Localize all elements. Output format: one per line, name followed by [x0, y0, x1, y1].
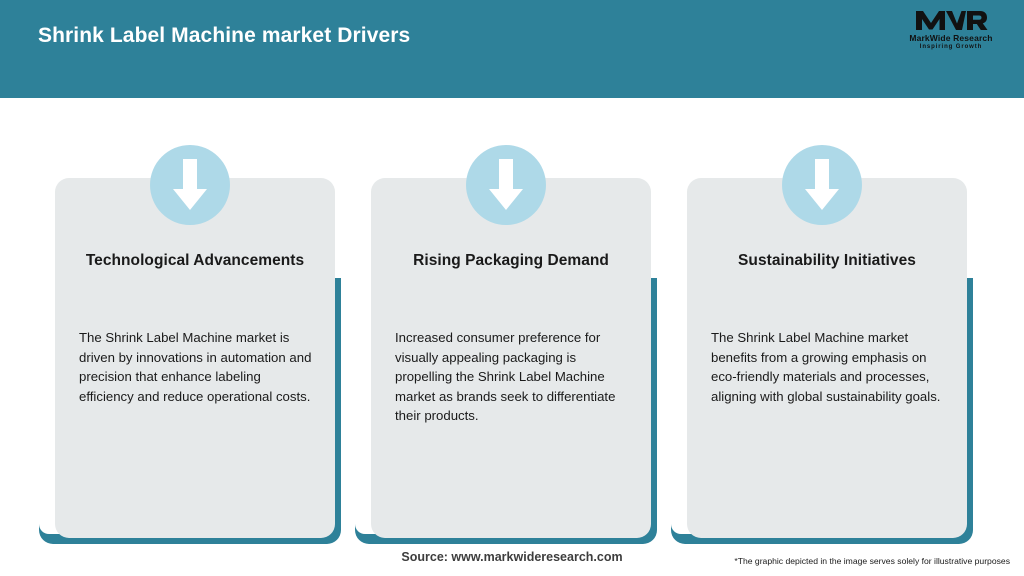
- page-header: Shrink Label Machine market Drivers Mark…: [0, 0, 1024, 98]
- arrow-down-icon: [805, 159, 839, 210]
- card-badge: [466, 145, 546, 225]
- drivers-card-row: Technological Advancements The Shrink La…: [0, 98, 1024, 576]
- logo-company-name: MarkWide Research: [909, 33, 993, 43]
- card-body-text: Increased consumer preference for visual…: [395, 330, 616, 423]
- card-body-text: The Shrink Label Machine market is drive…: [79, 330, 312, 404]
- mwr-logo-icon: [916, 11, 988, 30]
- card-surface: Rising Packaging Demand Increased consum…: [371, 178, 651, 538]
- page-title: Shrink Label Machine market Drivers: [38, 24, 411, 47]
- arrow-down-icon: [489, 159, 523, 210]
- source-label: Source: www.markwideresearch.com: [401, 550, 623, 564]
- card-title: Technological Advancements: [85, 252, 305, 269]
- brand-logo: MarkWide Research Inspiring Growth: [898, 8, 1004, 56]
- card-surface: Technological Advancements The Shrink La…: [55, 178, 335, 538]
- disclaimer-note: *The graphic depicted in the image serve…: [734, 556, 1010, 566]
- card-title: Sustainability Initiatives: [738, 252, 916, 269]
- driver-card-1: Technological Advancements The Shrink La…: [32, 98, 348, 576]
- driver-card-2: Rising Packaging Demand Increased consum…: [348, 98, 664, 576]
- card-body-text: The Shrink Label Machine market benefits…: [711, 330, 941, 404]
- logo-tagline: Inspiring Growth: [919, 44, 983, 50]
- arrow-down-icon: [173, 159, 207, 210]
- driver-card-3: Sustainability Initiatives The Shrink La…: [664, 98, 980, 576]
- card-surface: Sustainability Initiatives The Shrink La…: [687, 178, 967, 538]
- card-badge: [782, 145, 862, 225]
- card-title: Rising Packaging Demand: [413, 252, 609, 269]
- card-badge: [150, 145, 230, 225]
